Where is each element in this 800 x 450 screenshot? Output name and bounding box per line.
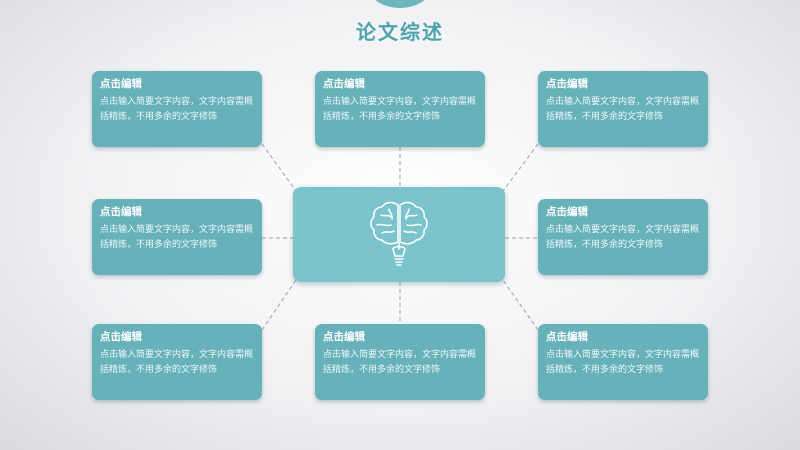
card-bottom-left[interactable]: 点击编辑 点击输入简要文字内容，文字内容需概括精炼，不用多余的文字修饰 — [92, 324, 262, 400]
card-text: 点击输入简要文字内容，文字内容需概括精炼，不用多余的文字修饰 — [323, 350, 477, 375]
card-middle-left[interactable]: 点击编辑 点击输入简要文字内容，文字内容需概括精炼，不用多余的文字修饰 — [92, 199, 262, 275]
top-decoration-circle — [362, 0, 438, 8]
card-bottom-right[interactable]: 点击编辑 点击输入简要文字内容，文字内容需概括精炼，不用多余的文字修饰 — [538, 324, 708, 400]
card-title: 点击编辑 — [100, 331, 142, 343]
card-middle-right[interactable]: 点击编辑 点击输入简要文字内容，文字内容需概括精炼，不用多余的文字修饰 — [538, 199, 708, 275]
connector-top-right — [502, 143, 539, 192]
card-text: 点击输入简要文字内容，文字内容需概括精炼，不用多余的文字修饰 — [100, 97, 254, 122]
connector-bottom-left — [261, 279, 297, 331]
card-text: 点击输入简要文字内容，文字内容需概括精炼，不用多余的文字修饰 — [323, 97, 477, 122]
card-title: 点击编辑 — [100, 206, 142, 218]
card-title: 点击编辑 — [546, 78, 588, 90]
card-title: 点击编辑 — [323, 78, 365, 90]
card-text: 点击输入简要文字内容，文字内容需概括精炼，不用多余的文字修饰 — [546, 97, 700, 122]
connector-top-left — [261, 143, 297, 192]
card-text: 点击输入简要文字内容，文字内容需概括精炼，不用多余的文字修饰 — [546, 225, 700, 250]
brain-lightbulb-icon — [370, 201, 428, 266]
center-hub — [293, 187, 505, 282]
card-top-left[interactable]: 点击编辑 点击输入简要文字内容，文字内容需概括精炼，不用多余的文字修饰 — [92, 71, 262, 147]
connector-bottom-right — [502, 279, 539, 331]
page-title: 论文综述 — [356, 20, 444, 44]
card-bottom-center[interactable]: 点击编辑 点击输入简要文字内容，文字内容需概括精炼，不用多余的文字修饰 — [315, 324, 485, 400]
card-top-center[interactable]: 点击编辑 点击输入简要文字内容，文字内容需概括精炼，不用多余的文字修饰 — [315, 71, 485, 147]
card-text: 点击输入简要文字内容，文字内容需概括精炼，不用多余的文字修饰 — [100, 350, 254, 375]
card-top-right[interactable]: 点击编辑 点击输入简要文字内容，文字内容需概括精炼，不用多余的文字修饰 — [538, 71, 708, 147]
card-text: 点击输入简要文字内容，文字内容需概括精炼，不用多余的文字修饰 — [100, 225, 254, 250]
card-title: 点击编辑 — [546, 331, 588, 343]
card-title: 点击编辑 — [323, 331, 365, 343]
card-title: 点击编辑 — [100, 78, 142, 90]
card-title: 点击编辑 — [546, 206, 588, 218]
card-text: 点击输入简要文字内容，文字内容需概括精炼，不用多余的文字修饰 — [546, 350, 700, 375]
